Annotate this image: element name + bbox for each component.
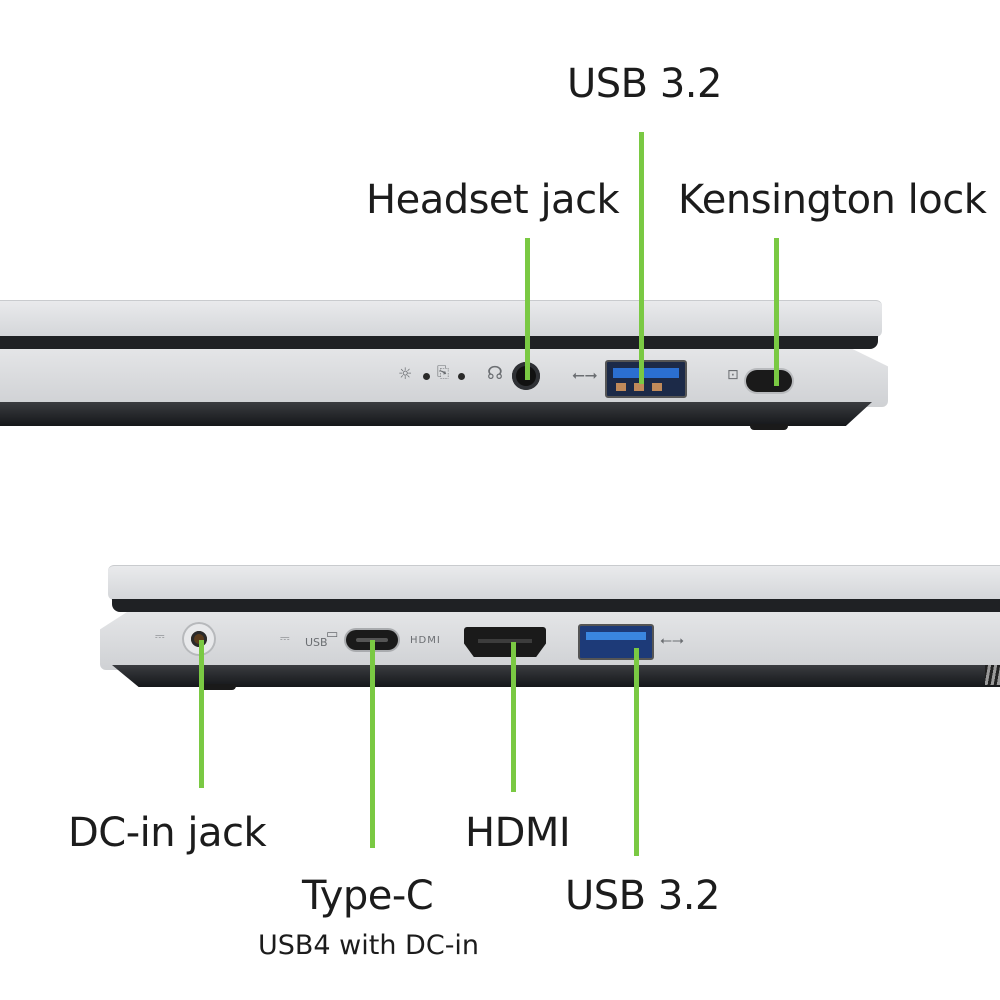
usb-c-marking: USB <box>305 636 328 649</box>
display-icon: ▭ <box>326 627 339 642</box>
label-kensington-lock: Kensington lock <box>678 177 987 223</box>
dc-power-icon: ⎓ <box>280 631 290 645</box>
vent-grille <box>985 665 1000 685</box>
leader-kensington <box>774 238 779 386</box>
base-bottom <box>0 402 872 426</box>
lid <box>108 565 1000 600</box>
leader-headset <box>525 238 530 380</box>
leader-usb-top <box>639 132 644 384</box>
usb-icon: ⭠⭢ <box>572 365 598 384</box>
label-type-c-subtitle: USB4 with DC-in <box>258 930 480 961</box>
base <box>0 349 888 407</box>
battery-charge-icon: ⎘ <box>437 363 450 381</box>
leader-type-c <box>370 640 375 848</box>
leader-dc-in <box>199 640 204 788</box>
rubber-foot <box>750 424 788 430</box>
dc-in-jack-port <box>182 622 216 656</box>
base <box>100 612 1000 670</box>
rubber-foot <box>200 684 236 690</box>
usb-icon: ⭠⭢ <box>660 631 685 649</box>
label-headset-jack: Headset jack <box>366 177 620 223</box>
label-dc-in-jack: DC-in jack <box>68 810 267 856</box>
headset-icon: ☊ <box>487 363 503 384</box>
label-usb-3-2-bottom: USB 3.2 <box>565 873 720 919</box>
hdmi-port <box>464 627 546 657</box>
leader-hdmi <box>511 642 516 792</box>
power-light-icon: ☼ <box>398 364 413 383</box>
label-usb-3-2-top: USB 3.2 <box>567 61 722 107</box>
kensington-lock-icon: ⊡ <box>727 367 739 383</box>
lid <box>0 300 882 337</box>
usb-a-port-right <box>605 360 687 398</box>
base-bottom <box>112 665 1000 687</box>
battery-led <box>458 373 465 380</box>
usb-a-port-left <box>578 624 654 660</box>
leader-usb-bottom <box>634 648 639 856</box>
lid-seam <box>0 336 878 349</box>
kensington-lock-slot <box>746 370 792 392</box>
power-led <box>423 373 430 380</box>
label-hdmi: HDMI <box>465 810 571 856</box>
label-type-c: Type-C <box>302 873 434 919</box>
lid-seam <box>112 599 1000 612</box>
hdmi-marking: HDMI <box>410 635 441 646</box>
dc-power-icon: ⎓ <box>155 629 165 643</box>
